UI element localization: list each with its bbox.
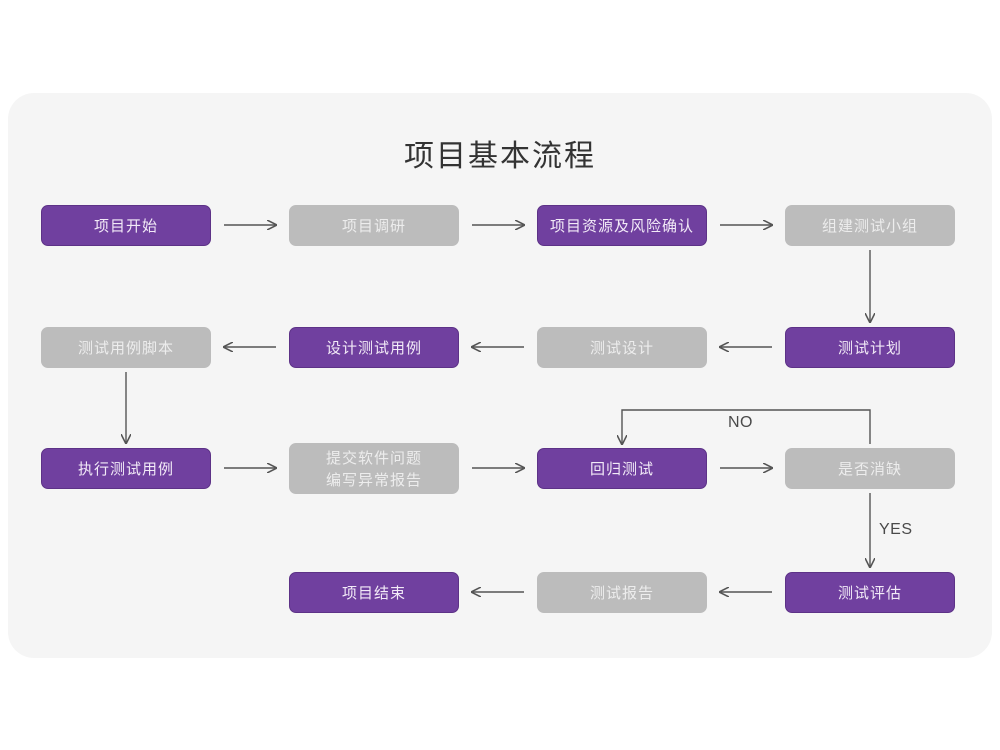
node-project-end[interactable]: 项目结束 [289,572,459,613]
node-test-plan[interactable]: 测试计划 [785,327,955,368]
node-test-design[interactable]: 测试设计 [537,327,707,368]
node-project-research[interactable]: 项目调研 [289,205,459,246]
node-submit-issue-report[interactable]: 提交软件问题 编写异常报告 [289,443,459,494]
node-design-test-case[interactable]: 设计测试用例 [289,327,459,368]
edge-label-no: NO [728,414,753,431]
node-build-test-team[interactable]: 组建测试小组 [785,205,955,246]
node-resource-risk-confirm[interactable]: 项目资源及风险确认 [537,205,707,246]
node-regression-test[interactable]: 回归测试 [537,448,707,489]
node-execute-test-case[interactable]: 执行测试用例 [41,448,211,489]
edge-label-yes: YES [879,521,913,538]
node-defect-cleared-decision[interactable]: 是否消缺 [785,448,955,489]
node-test-evaluation[interactable]: 测试评估 [785,572,955,613]
node-test-report[interactable]: 测试报告 [537,572,707,613]
node-project-start[interactable]: 项目开始 [41,205,211,246]
node-test-case-script[interactable]: 测试用例脚本 [41,327,211,368]
flowchart-card [8,93,992,658]
page-title: 项目基本流程 [404,139,596,174]
